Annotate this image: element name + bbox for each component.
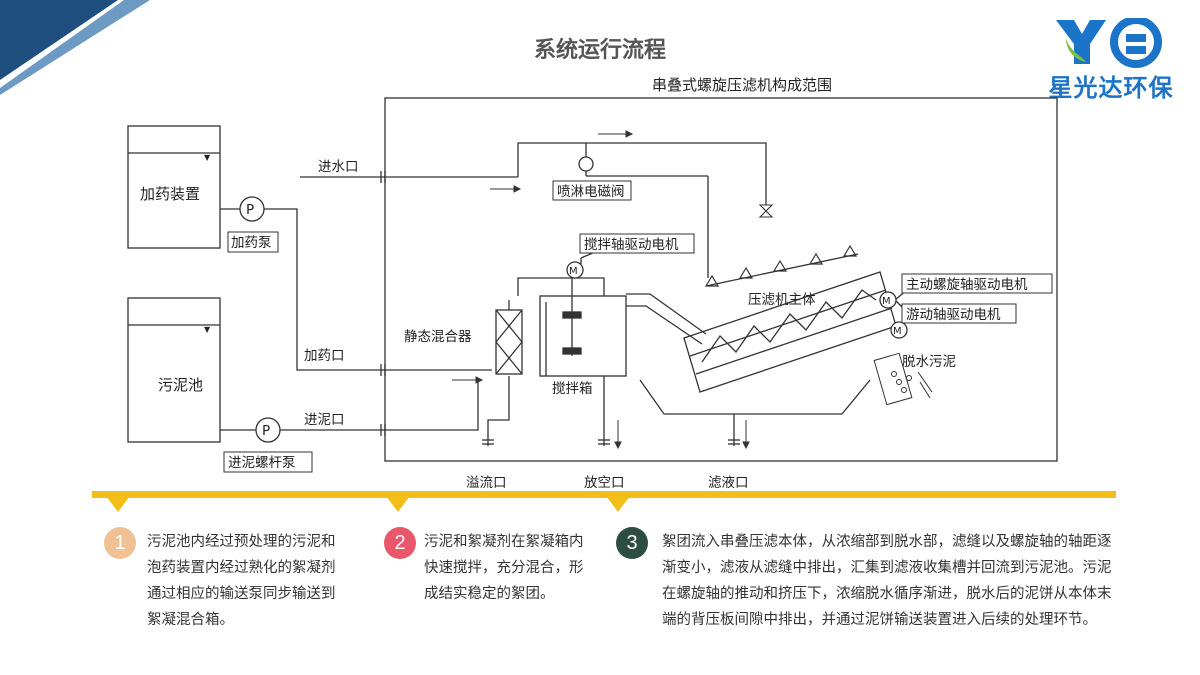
overflow-outlet-label: 溢流口 bbox=[466, 475, 507, 491]
filtrate-outlet-label: 滤液口 bbox=[708, 475, 749, 491]
timeline-pin-3 bbox=[606, 496, 630, 512]
water-inlet-label: 进水口 bbox=[318, 159, 359, 175]
brand-logo: 星光达环保 bbox=[1036, 18, 1186, 103]
corner-stripes-decoration bbox=[0, 0, 150, 95]
xgd-leaf-logo-icon bbox=[1056, 18, 1162, 68]
floating-shaft-motor-label: 游动轴驱动电机 bbox=[906, 307, 1001, 323]
main-screw-motor-symbol: M bbox=[882, 296, 891, 307]
agitator-motor-label: 搅拌轴驱动电机 bbox=[584, 237, 679, 253]
sludge-cake-icon bbox=[873, 352, 933, 406]
drain-valve-icon bbox=[758, 204, 774, 218]
step-2-badge: 2 bbox=[384, 527, 416, 559]
timeline-pin-2 bbox=[386, 496, 410, 512]
dosing-pump-label: 加药泵 bbox=[231, 235, 272, 251]
step-1-text: 污泥池内经过预处理的污泥和泡药装置内经过熟化的絮凝剂通过相应的输送泵同步输送到絮… bbox=[147, 534, 336, 628]
scope-label: 串叠式螺旋压滤机构成范围 bbox=[652, 76, 832, 94]
drain-outlet-label: 放空口 bbox=[584, 475, 625, 491]
dosing-level-mark-icon: ▼ bbox=[204, 153, 211, 162]
press-body-label: 压滤机主体 bbox=[748, 292, 816, 308]
screw-pump-label: 进泥螺杆泵 bbox=[228, 455, 296, 471]
mixing-tank-label: 搅拌箱 bbox=[552, 381, 593, 397]
timeline-pin-1 bbox=[106, 496, 130, 512]
page-title: 系统运行流程 bbox=[533, 38, 666, 63]
main-screw-motor-label: 主动螺旋轴驱动电机 bbox=[906, 277, 1028, 293]
dosing-pump-symbol: P bbox=[246, 202, 254, 218]
brand-name: 星光达环保 bbox=[1048, 74, 1174, 102]
step-3-text: 絮团流入串叠压滤本体，从浓缩部到脱水部，滤缝以及螺旋轴的轴距逐渐变小，滤液从滤缝… bbox=[662, 534, 1112, 628]
floating-shaft-motor-symbol: M bbox=[893, 326, 902, 337]
sludge-tank-label: 污泥池 bbox=[158, 376, 203, 394]
spray-valve-label: 喷淋电磁阀 bbox=[557, 184, 625, 200]
agitator-motor-symbol: M bbox=[569, 266, 578, 277]
dewatered-sludge-label: 脱水污泥 bbox=[902, 354, 956, 370]
step-3-badge: 3 bbox=[616, 527, 648, 559]
sludge-level-mark-icon: ▼ bbox=[204, 325, 211, 334]
step-2-text: 污泥和絮凝剂在絮凝箱内快速搅拌，充分混合，形成结实稳定的絮团。 bbox=[424, 534, 584, 602]
static-mixer-label: 静态混合器 bbox=[404, 329, 472, 345]
step-1-badge: 1 bbox=[104, 527, 136, 559]
sludge-inlet-label: 进泥口 bbox=[304, 412, 345, 428]
dosing-unit-label: 加药装置 bbox=[140, 185, 200, 203]
timeline-bar bbox=[92, 491, 1116, 498]
screw-pump-symbol: P bbox=[262, 423, 270, 439]
dosing-port-label: 加药口 bbox=[304, 348, 345, 364]
